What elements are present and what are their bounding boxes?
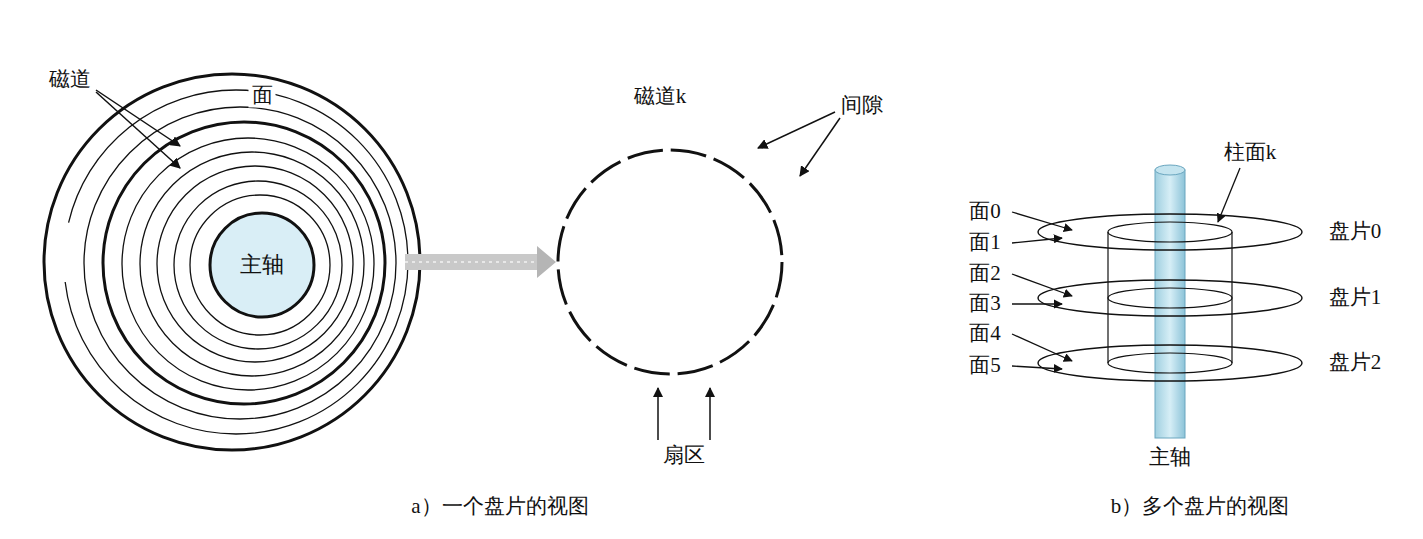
caption: a）一个盘片的视图 (411, 495, 588, 518)
part-name: 间隙 (841, 94, 883, 117)
part-name: 面2 (969, 262, 1001, 285)
part-name: 面1 (969, 231, 1001, 254)
platter (1038, 214, 1302, 381)
leader-line (1012, 168, 1240, 369)
cylinder-k (1108, 222, 1232, 373)
zoom-arrow (405, 246, 556, 278)
part-name: 磁道k (634, 85, 687, 108)
part-name: 磁道 (49, 68, 91, 91)
part-name: 面 (249, 84, 276, 107)
part-name: 盘片2 (1329, 351, 1382, 374)
part-name: 主轴 (1149, 446, 1191, 469)
part-name: 面3 (969, 292, 1001, 315)
caption: b）多个盘片的视图 (1111, 495, 1290, 518)
platter (44, 74, 420, 450)
part-name: 柱面k (1224, 141, 1277, 164)
part-name: 盘片1 (1329, 286, 1382, 309)
node-text: 主轴 (240, 250, 284, 280)
spindle (1155, 165, 1185, 438)
part-name: 面0 (969, 200, 1001, 223)
spindle-circle: 主轴 (208, 211, 316, 319)
part-name: 盘片0 (1329, 220, 1382, 243)
leader-line (658, 112, 840, 440)
leader-line (96, 90, 180, 168)
part-name: 面5 (969, 354, 1001, 377)
track-k (558, 150, 782, 374)
part-name: 扇区 (663, 444, 705, 467)
part-name: 面4 (969, 322, 1001, 345)
